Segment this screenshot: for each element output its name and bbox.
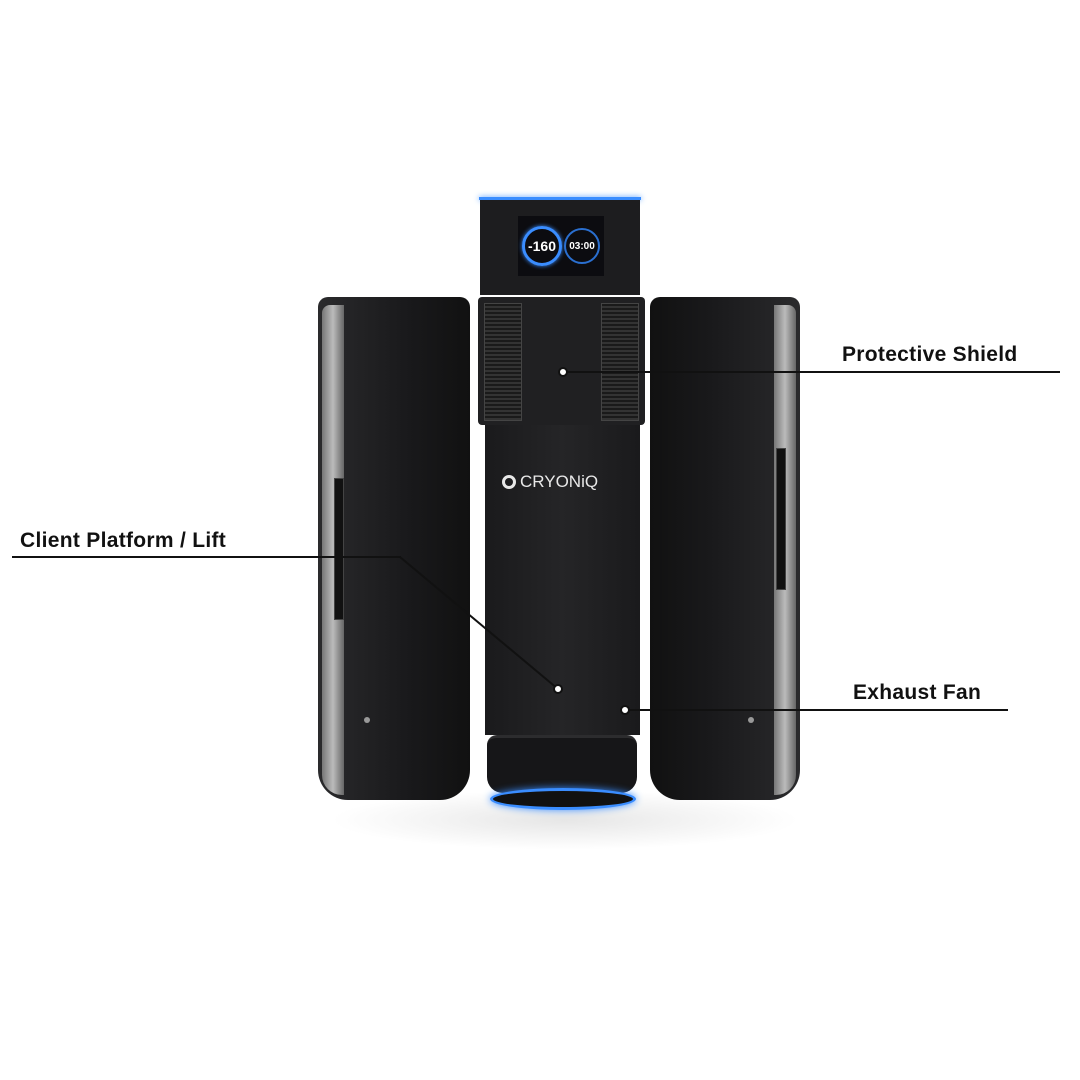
base-light-ring: [490, 788, 636, 810]
control-screen[interactable]: -160 03:00: [518, 216, 604, 276]
left-grille: [484, 303, 522, 421]
left-door-edge: [322, 305, 344, 795]
client-platform: [487, 735, 637, 793]
temperature-gauge: -160: [522, 226, 562, 266]
callout-dot: [620, 705, 630, 715]
callout-line: [563, 371, 1060, 373]
logo-text: CRYONiQ: [520, 472, 599, 491]
callout-dot: [553, 684, 563, 694]
left-door-handle: [334, 478, 344, 620]
right-grille: [601, 303, 639, 421]
callout-label: Protective Shield: [842, 343, 1018, 366]
logo-icon: [502, 475, 516, 489]
right-door-handle: [776, 448, 786, 590]
screen-glow: [479, 197, 641, 200]
callout-line: [12, 556, 401, 558]
timer-gauge: 03:00: [564, 228, 600, 264]
brand-logo: CRYONiQ: [502, 472, 598, 492]
left-door-screw: [364, 717, 370, 723]
callout-label: Exhaust Fan: [853, 681, 982, 704]
callout-line: [625, 709, 1008, 711]
right-door-screw: [748, 717, 754, 723]
callout-dot: [558, 367, 568, 377]
callout-label: Client Platform / Lift: [20, 529, 227, 552]
